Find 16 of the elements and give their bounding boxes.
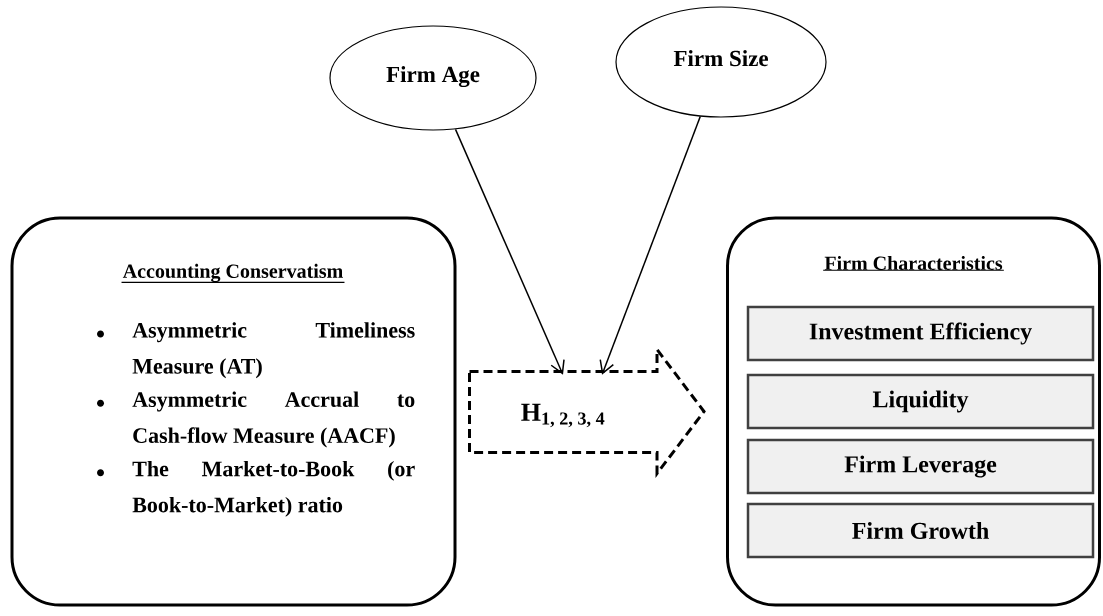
hypothesis-label: H$_{1, 2, 3, 4}$	[521, 403, 605, 428]
underlined-heading: Firm Characteristics	[822, 255, 1005, 271]
bullet-item: The Market-to-Book (or Book-to-Market) ratio	[97, 460, 415, 517]
item-box: Liquidity	[746, 373, 1095, 430]
ellipse-node: Firm Age	[329, 25, 537, 131]
bullet-item: Asymmetric Accrual to Cash-flow Measure (AACF)	[97, 391, 415, 448]
arrow	[454, 128, 565, 375]
rounded-panel	[726, 216, 1101, 607]
ellipse-node: Firm Size	[615, 6, 827, 118]
underlined-heading: Accounting Conservatism	[120, 263, 346, 283]
item-box: Firm Growth	[746, 502, 1095, 559]
arrow	[599, 115, 701, 375]
bullet-item: Asymmetric Timeliness Measure (AT)	[97, 322, 415, 379]
item-box: Investment Efficiency	[746, 305, 1095, 362]
rounded-panel	[10, 216, 457, 607]
item-box: Firm Leverage	[746, 438, 1095, 495]
